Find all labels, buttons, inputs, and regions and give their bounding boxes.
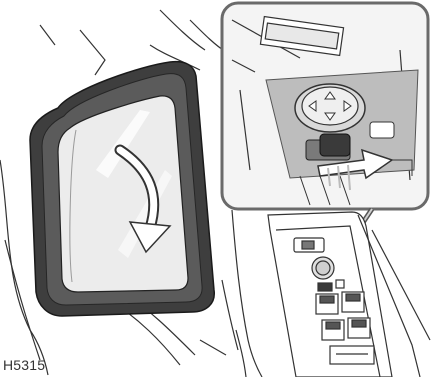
mirror-control-closeup (220, 1, 430, 211)
mirror-glass-reflection (96, 110, 150, 178)
door-background-lines (0, 9, 227, 376)
joystick-arrows-icon (308, 91, 352, 121)
selector-switch-knob (319, 133, 351, 157)
fold-button (369, 121, 395, 139)
mirror-glass-reflection-2 (118, 170, 172, 258)
straight-arrow-icon (317, 148, 394, 191)
driver-door-switch-pack (221, 209, 431, 377)
mirror-glass (57, 95, 189, 293)
joystick-knob (301, 86, 359, 126)
curved-arrow-icon (114, 144, 172, 254)
door-mirror (29, 60, 215, 317)
figure-code: H5315 (3, 357, 46, 373)
